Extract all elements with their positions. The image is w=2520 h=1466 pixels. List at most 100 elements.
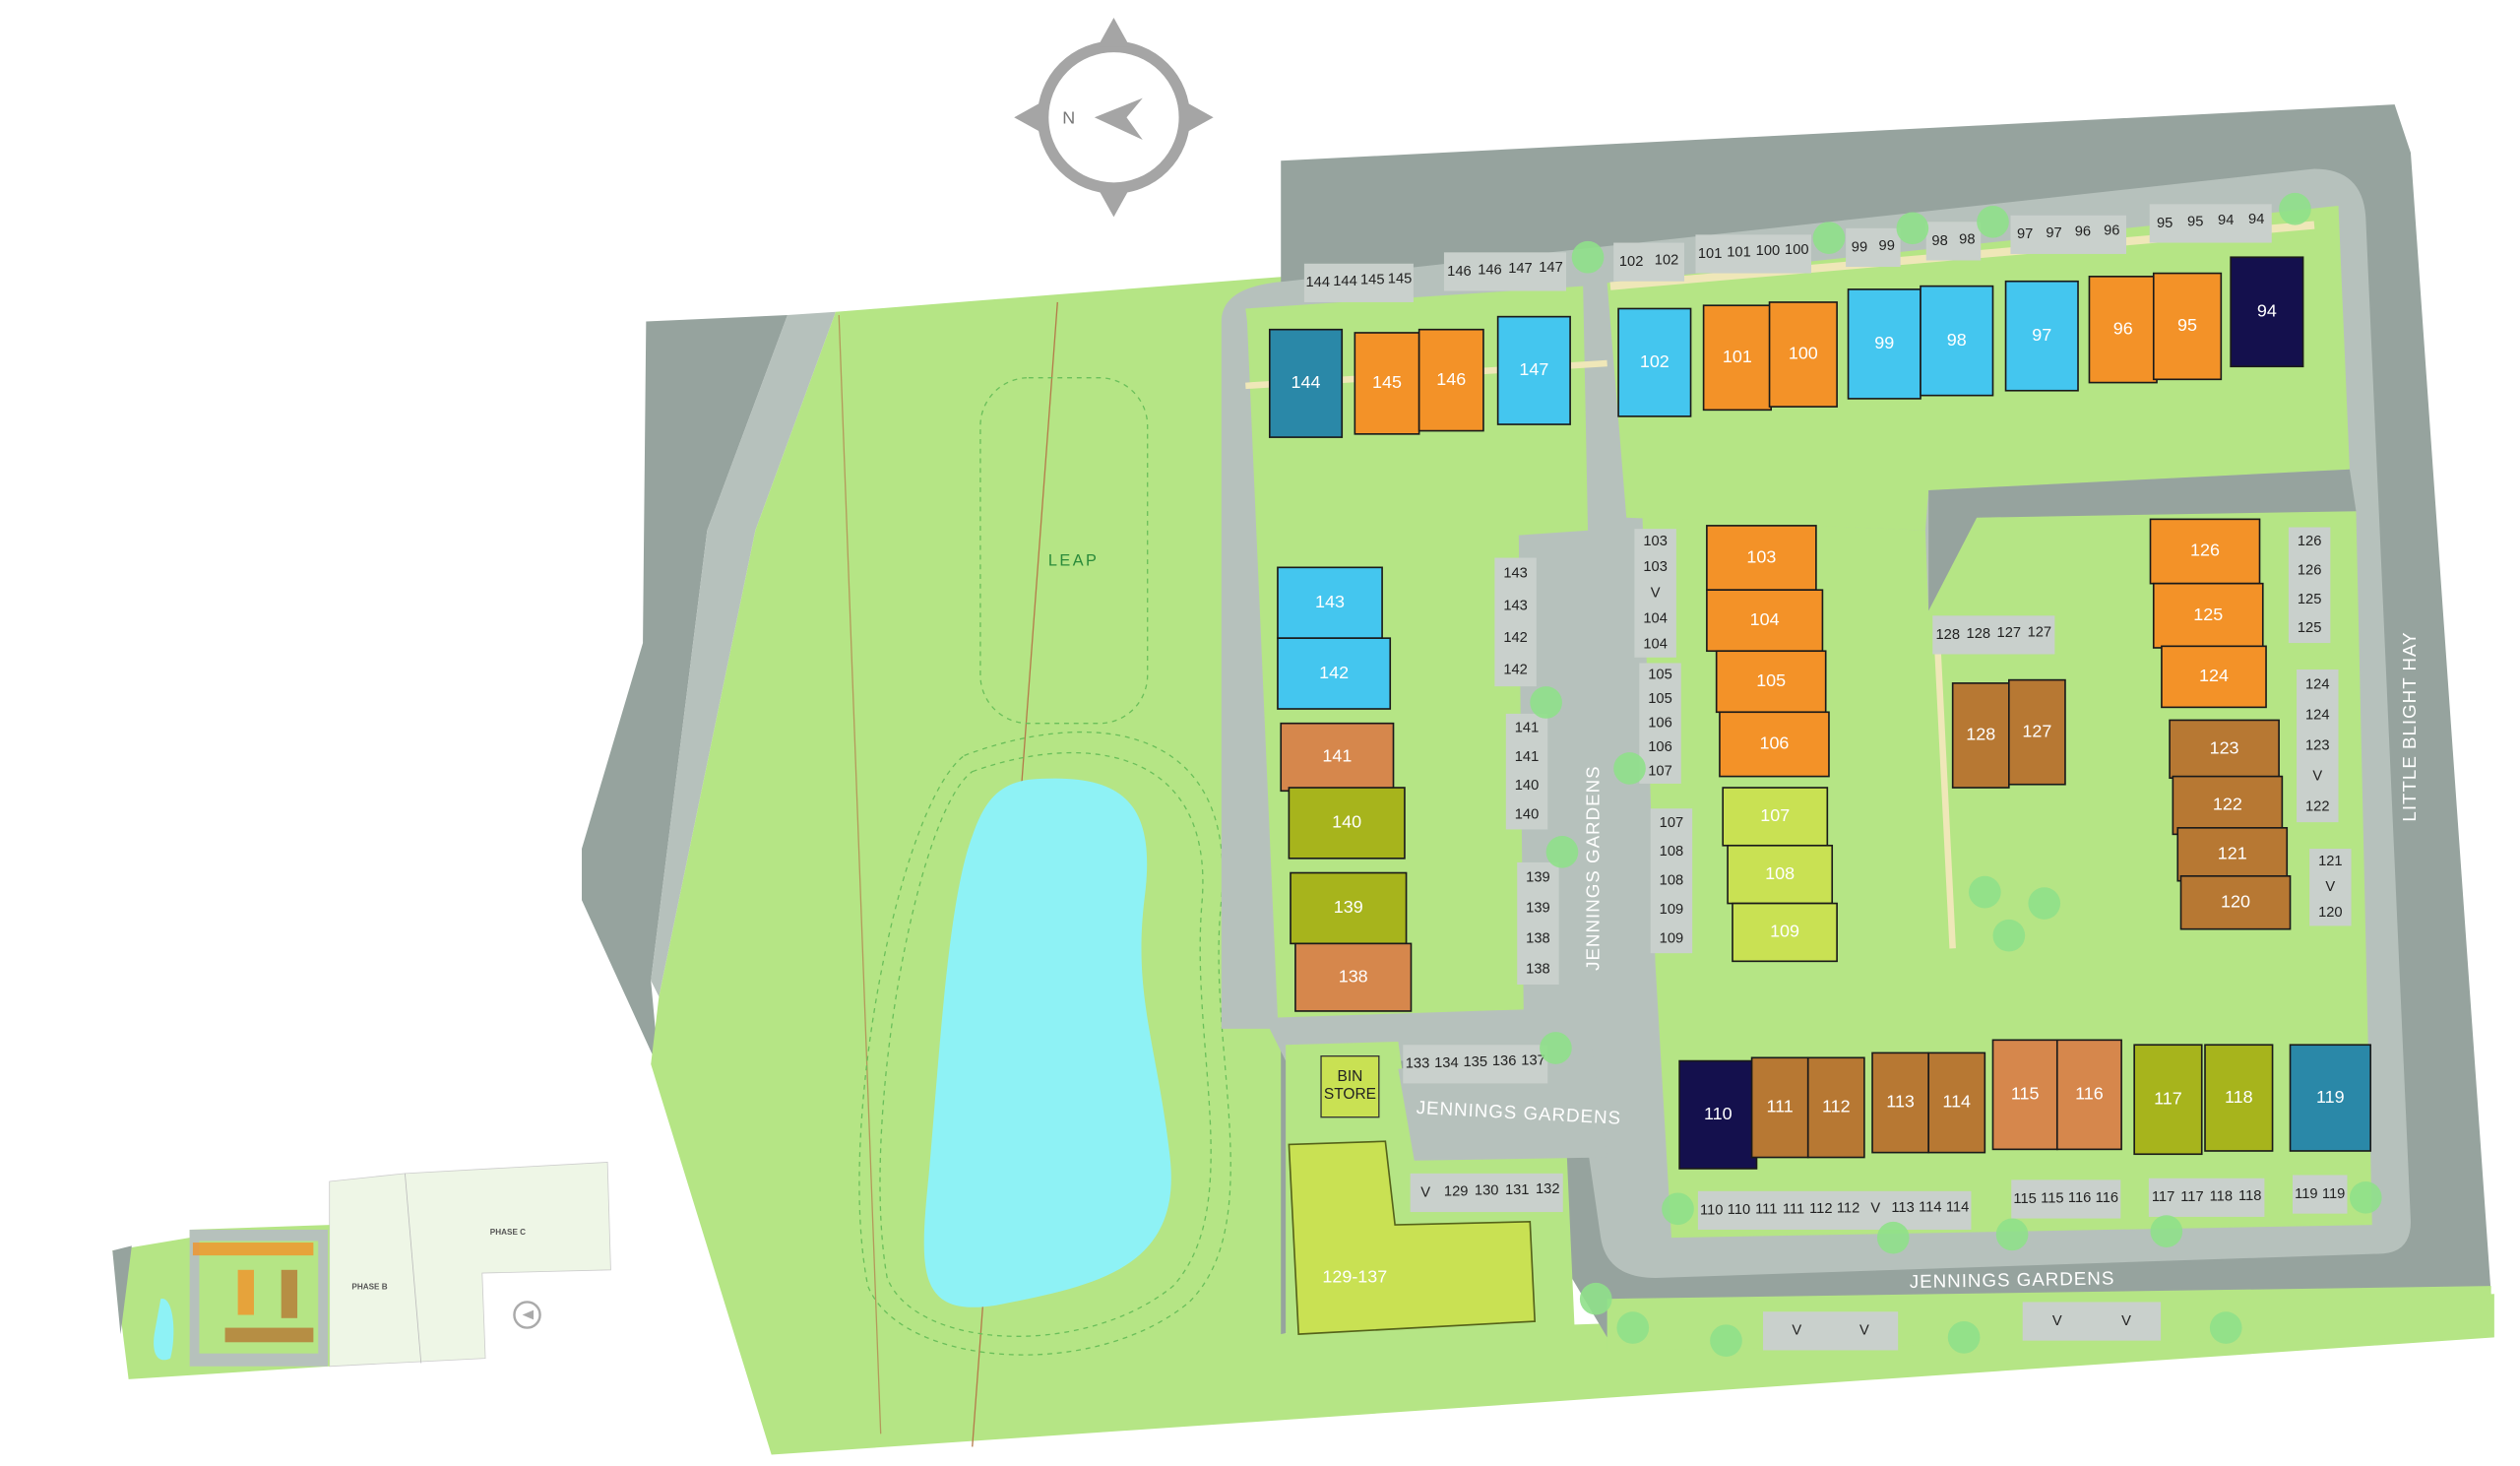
parking-bays[interactable] [1494, 557, 1537, 687]
inner-road[interactable] [1928, 469, 2357, 611]
plot-104[interactable]: 104 [1706, 589, 1824, 653]
parking-bays[interactable] [1517, 861, 1559, 986]
plot-127[interactable]: 127 [2008, 678, 2066, 786]
plot-124[interactable]: 124 [2161, 645, 2267, 709]
plot-117[interactable]: 117 [2133, 1044, 2203, 1156]
plot-107[interactable]: 107 [1722, 787, 1829, 847]
plot-footprint[interactable] [1991, 1039, 2058, 1151]
parking-bays[interactable] [1697, 1190, 1972, 1230]
plot-95[interactable]: 95 [2152, 272, 2223, 381]
plot-footprint[interactable] [1719, 711, 1830, 778]
plot-footprint[interactable] [1920, 285, 1994, 397]
parking-bays[interactable] [1303, 263, 1414, 302]
parking-bays[interactable] [1613, 242, 1685, 282]
parking-bays[interactable] [2288, 527, 2331, 644]
plot-142[interactable]: 142 [1277, 637, 1392, 710]
plot-100[interactable]: 100 [1768, 301, 1838, 408]
parking-bays[interactable] [2010, 215, 2126, 254]
plot-147[interactable]: 147 [1496, 315, 1571, 425]
plot-footprint[interactable] [1806, 1056, 1865, 1159]
plot-footprint[interactable] [2055, 1039, 2122, 1151]
plot-footprint[interactable] [1496, 315, 1571, 425]
plot-115[interactable]: 115 [1991, 1039, 2058, 1151]
plot-103[interactable]: 103 [1706, 525, 1817, 592]
plot-footprint[interactable] [2289, 1044, 2371, 1152]
plot-footprint[interactable] [2149, 518, 2261, 585]
parking-bays[interactable] [1634, 529, 1676, 658]
plot-99[interactable]: 99 [1847, 288, 1922, 400]
parking-bays[interactable] [1695, 234, 1811, 274]
plot-footprint[interactable] [1280, 722, 1395, 793]
plot-140[interactable]: 140 [1288, 787, 1406, 860]
plot-121[interactable]: 121 [2176, 827, 2289, 882]
plot-footprint[interactable] [1871, 1052, 1929, 1154]
parking-bays[interactable] [2149, 204, 2272, 243]
parking-bays[interactable] [1846, 227, 1901, 268]
plot-111[interactable]: 111 [1750, 1056, 1809, 1159]
plot-footprint[interactable] [2161, 645, 2267, 709]
plot-footprint[interactable] [2004, 280, 2079, 392]
plot-105[interactable]: 105 [1715, 650, 1827, 714]
plot-footprint[interactable] [1294, 942, 1413, 1012]
parking-bays[interactable] [2309, 849, 2352, 926]
plot-112[interactable]: 112 [1806, 1056, 1865, 1159]
plot-125[interactable]: 125 [2152, 582, 2264, 649]
parking-bays[interactable] [1650, 808, 1693, 954]
apartment-block-129-137[interactable] [1288, 1140, 1537, 1335]
plot-143[interactable]: 143 [1277, 566, 1383, 639]
plot-footprint[interactable] [1727, 844, 1834, 905]
plot-footprint[interactable] [1847, 288, 1922, 400]
plot-123[interactable]: 123 [2169, 719, 2280, 780]
parking-bays[interactable] [1443, 252, 1567, 291]
plot-footprint[interactable] [1951, 682, 2010, 789]
plot-139[interactable]: 139 [1290, 871, 1408, 945]
plot-102[interactable]: 102 [1617, 307, 1692, 417]
plot-footprint[interactable] [2230, 256, 2304, 368]
plot-109[interactable]: 109 [1732, 902, 1838, 963]
plot-footprint[interactable] [1678, 1059, 1758, 1170]
parking-bays[interactable] [1932, 615, 2055, 655]
plot-footprint[interactable] [1288, 787, 1406, 860]
plot-119[interactable]: 119 [2289, 1044, 2371, 1152]
plot-footprint[interactable] [2169, 719, 2280, 780]
plot-footprint[interactable] [1354, 332, 1420, 435]
plot-footprint[interactable] [1702, 304, 1772, 412]
attenuation-pond[interactable] [923, 778, 1171, 1307]
plot-113[interactable]: 113 [1871, 1052, 1929, 1154]
parking-bays[interactable] [1925, 222, 1982, 261]
parking-bays[interactable] [2022, 1302, 2162, 1341]
plot-114[interactable]: 114 [1927, 1052, 1986, 1154]
plot-138[interactable]: 138 [1294, 942, 1413, 1012]
plot-145[interactable]: 145 [1354, 332, 1420, 435]
parking-bays[interactable] [2148, 1178, 2265, 1217]
parking-bays[interactable] [1639, 663, 1681, 784]
parking-bays[interactable] [1403, 1045, 1548, 1084]
plot-footprint[interactable] [2204, 1044, 2274, 1152]
plot-108[interactable]: 108 [1727, 844, 1834, 905]
leap-play-area[interactable] [979, 377, 1149, 725]
plot-94[interactable]: 94 [2230, 256, 2304, 368]
plot-footprint[interactable] [2133, 1044, 2203, 1156]
plot-97[interactable]: 97 [2004, 280, 2079, 392]
plot-106[interactable]: 106 [1719, 711, 1830, 778]
plot-footprint[interactable] [1290, 871, 1408, 945]
parking-bays[interactable] [2292, 1175, 2348, 1214]
plot-footprint[interactable] [1722, 787, 1829, 847]
plot-footprint[interactable] [1750, 1056, 1809, 1159]
plot-footprint[interactable] [1706, 589, 1824, 653]
bin-store[interactable] [1320, 1055, 1380, 1118]
plot-96[interactable]: 96 [2088, 276, 2158, 384]
plot-footprint[interactable] [1927, 1052, 1986, 1154]
plot-footprint[interactable] [1418, 328, 1484, 432]
plot-116[interactable]: 116 [2055, 1039, 2122, 1151]
plot-footprint[interactable] [1768, 301, 1838, 408]
plot-footprint[interactable] [1277, 637, 1392, 710]
plot-footprint[interactable] [2008, 678, 2066, 786]
plot-footprint[interactable] [1268, 328, 1344, 438]
plot-146[interactable]: 146 [1418, 328, 1484, 432]
plot-footprint[interactable] [2088, 276, 2158, 384]
parking-bays[interactable] [1410, 1173, 1563, 1213]
plot-98[interactable]: 98 [1920, 285, 1994, 397]
plot-footprint[interactable] [1732, 902, 1838, 963]
parking-bays[interactable] [2011, 1179, 2121, 1219]
